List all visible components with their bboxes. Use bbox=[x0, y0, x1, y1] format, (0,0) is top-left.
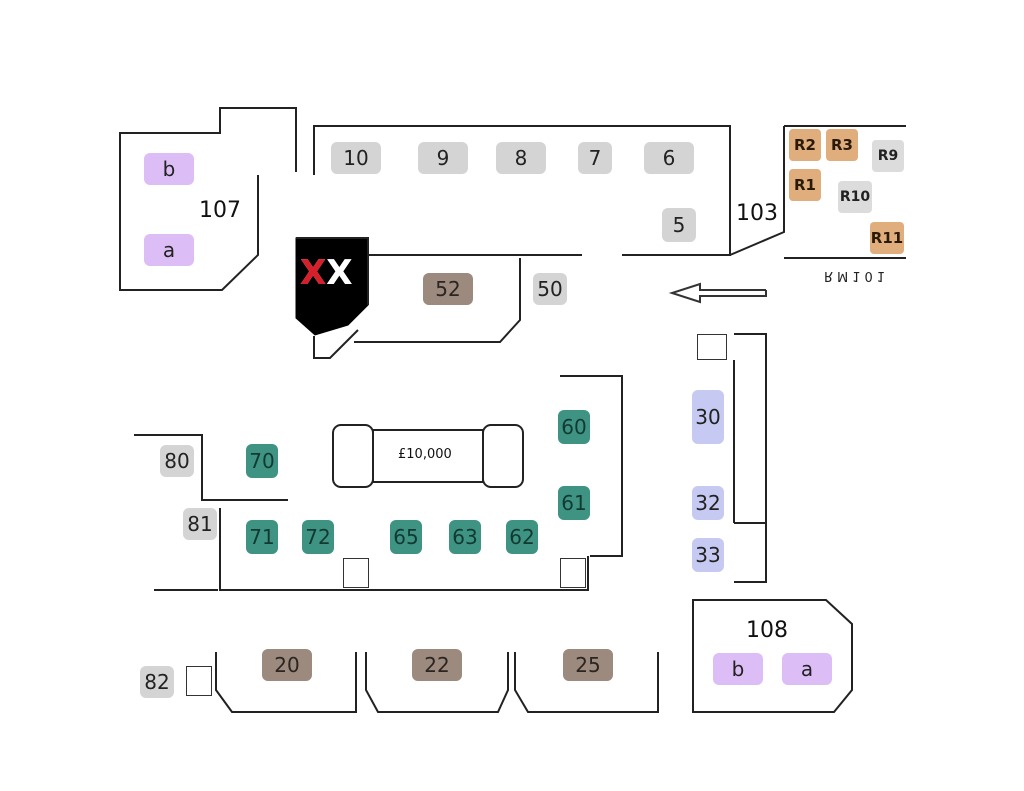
booth-33[interactable]: 33 bbox=[692, 538, 724, 572]
booth-25[interactable]: 25 bbox=[563, 649, 613, 681]
booth-61[interactable]: 61 bbox=[558, 486, 590, 520]
right-column-bottom-wall bbox=[734, 522, 767, 583]
booth-60[interactable]: 60 bbox=[558, 410, 590, 444]
booth-50[interactable]: 50 bbox=[533, 273, 567, 305]
booth-8[interactable]: 8 bbox=[496, 142, 546, 174]
stage-area-wall bbox=[560, 375, 623, 557]
booth-22[interactable]: 22 bbox=[412, 649, 462, 681]
room-107-wall bbox=[119, 107, 297, 291]
booth-r3[interactable]: R3 bbox=[826, 129, 858, 161]
booth-82[interactable]: 82 bbox=[140, 666, 174, 698]
entrance-lower-wall bbox=[313, 329, 359, 359]
booth-6[interactable]: 6 bbox=[644, 142, 694, 174]
rm101-label: RM101 bbox=[824, 268, 890, 283]
arrow-left-icon bbox=[668, 282, 767, 304]
room-103-wall bbox=[729, 126, 785, 256]
booth-52[interactable]: 52 bbox=[423, 273, 473, 305]
booth-7[interactable]: 7 bbox=[578, 142, 612, 174]
booth-107-b[interactable]: b bbox=[144, 153, 194, 185]
pillar-box bbox=[343, 558, 369, 588]
booth-10[interactable]: 10 bbox=[331, 142, 381, 174]
booth-20-wall bbox=[215, 652, 357, 713]
pillar-box bbox=[560, 558, 586, 588]
room-107-label: 107 bbox=[199, 198, 241, 223]
booth-107-a[interactable]: a bbox=[144, 234, 194, 266]
stage bbox=[332, 424, 524, 488]
area-80-wall bbox=[134, 434, 288, 501]
booth-52-wall bbox=[354, 258, 521, 343]
booth-r2[interactable]: R2 bbox=[789, 129, 821, 161]
booth-22-wall bbox=[365, 652, 509, 713]
entrance-wall bbox=[296, 237, 369, 305]
booth-108-a[interactable]: a bbox=[782, 653, 832, 685]
pillar-box bbox=[697, 334, 727, 360]
stage-prize-text: £10,000 bbox=[398, 447, 452, 462]
room-108-wall bbox=[692, 599, 853, 713]
booth-108-b[interactable]: b bbox=[713, 653, 763, 685]
right-column-wall bbox=[734, 333, 767, 524]
booth-65[interactable]: 65 bbox=[390, 520, 422, 554]
booth-62[interactable]: 62 bbox=[506, 520, 538, 554]
logo: XX bbox=[300, 253, 352, 293]
booth-r11[interactable]: R11 bbox=[870, 222, 904, 254]
booth-72[interactable]: 72 bbox=[302, 520, 334, 554]
booth-r9[interactable]: R9 bbox=[872, 140, 904, 172]
booth-80[interactable]: 80 bbox=[160, 445, 194, 477]
booth-81[interactable]: 81 bbox=[183, 508, 217, 540]
booth-20[interactable]: 20 bbox=[262, 649, 312, 681]
booth-r1[interactable]: R1 bbox=[789, 169, 821, 201]
booth-71[interactable]: 71 bbox=[246, 520, 278, 554]
pillar-box bbox=[186, 666, 212, 696]
room-103-label: 103 bbox=[736, 201, 778, 226]
logo-text: XX bbox=[300, 253, 353, 293]
top-corridor-wall bbox=[313, 125, 731, 256]
room-108-label: 108 bbox=[746, 618, 788, 643]
booth-25-wall bbox=[514, 652, 659, 713]
stage-lower-wall bbox=[219, 508, 589, 591]
booth-9[interactable]: 9 bbox=[418, 142, 468, 174]
booth-5[interactable]: 5 bbox=[662, 208, 696, 242]
booth-70[interactable]: 70 bbox=[246, 444, 278, 478]
booth-r10[interactable]: R10 bbox=[838, 181, 872, 213]
booth-32[interactable]: 32 bbox=[692, 486, 724, 520]
booth-63[interactable]: 63 bbox=[449, 520, 481, 554]
booth-30[interactable]: 30 bbox=[692, 390, 724, 444]
